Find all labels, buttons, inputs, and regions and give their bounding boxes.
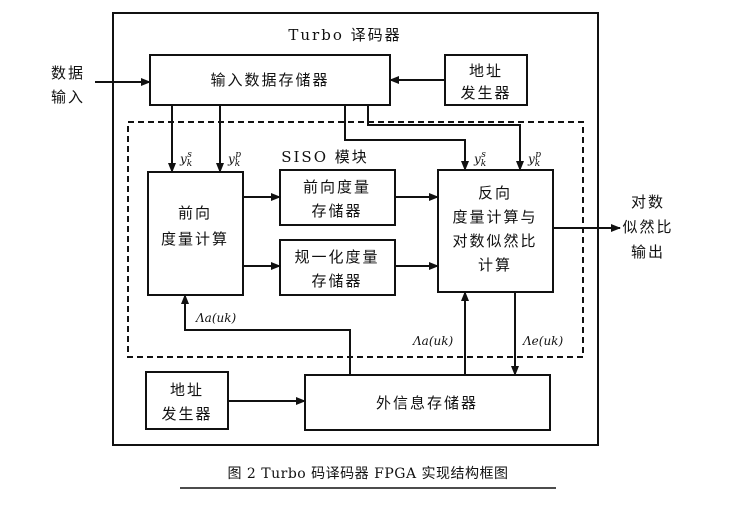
lambda-a-to-forward-arrow [181,294,351,375]
forward-metric-storage-line2: 存储器 [311,202,362,220]
backward-calc-line1: 反向 [478,184,512,202]
forward-metric-calc-line2: 度量计算 [161,230,229,248]
llr-output-line1: 对数 [631,193,665,211]
data-input-label-line1: 数据 [51,64,85,82]
lambda-e-label: Λe(uk) [522,334,563,348]
ys-left-label: yks [179,150,192,169]
normalized-metric-storage-line1: 规一化度量 [294,248,379,266]
address-generator-bottom-box [145,371,229,430]
decoder-title: Turbo 译码器 [288,26,401,44]
backward-calc-line4: 计算 [478,256,512,274]
ys-right-label: yks [473,150,486,169]
lambda-a-right-label: Λa(uk) [412,334,454,348]
input-data-storage-label: 输入数据存储器 [210,71,329,89]
yp-left-label: ykp [227,150,241,169]
yp-to-backward-arrow [367,105,524,171]
llr-output-line2: 似然比 [622,218,673,236]
yp-right-label: ykp [527,150,541,169]
siso-module-frame [127,121,584,358]
normalized-metric-storage-box [279,239,396,296]
data-input-label-line2: 输入 [51,88,85,106]
forward-metric-storage-line1: 前向度量 [303,178,371,196]
forward-metric-calc-line1: 前向 [178,204,212,222]
figure-caption: 图 2 Turbo 码译码器 FPGA 实现结构框图 [227,466,508,482]
normalized-metric-storage-line2: 存储器 [311,272,362,290]
extrinsic-info-storage-label: 外信息存储器 [376,394,478,412]
ys-to-backward-arrow [344,105,469,171]
address-generator-top-line2: 发生器 [460,84,511,102]
address-generator-bottom-line2: 发生器 [161,405,212,423]
backward-metric-llr-calc-box [437,169,554,293]
lambda-a-left-label: Λa(uk) [195,311,237,325]
address-generator-bottom-line1: 地址 [170,381,204,399]
address-generator-top-line1: 地址 [469,62,503,80]
siso-label: SISO 模块 [281,148,369,166]
address-generator-top-box [444,54,528,106]
forward-metric-calc-box [147,171,244,296]
backward-calc-line2: 度量计算与 [452,208,537,226]
extrinsic-info-storage-box [304,374,551,431]
llr-output-line3: 输出 [631,243,665,261]
backward-calc-line3: 对数似然比 [452,232,537,250]
